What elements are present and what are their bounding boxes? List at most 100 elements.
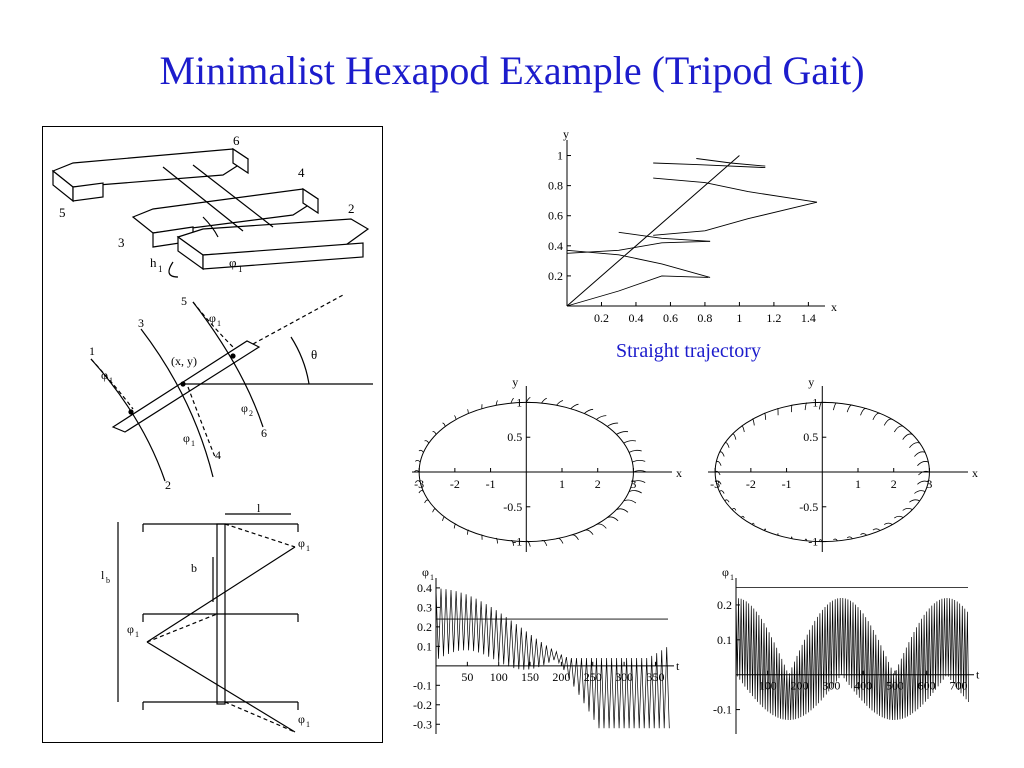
leg-trace-mark <box>719 490 725 494</box>
y-tick-label: 0.2 <box>417 620 432 634</box>
x-tick-label: 0.2 <box>594 311 609 325</box>
phi1-top-subscript: 1 <box>238 264 243 274</box>
phi1-bot-b-sub: 1 <box>135 630 139 639</box>
leg-trace-mark <box>596 415 607 420</box>
leg-trace-mark <box>467 529 469 535</box>
x-tick-label: -2 <box>450 477 460 491</box>
leg-trace-mark <box>556 400 564 406</box>
leg-trace-mark <box>584 529 594 535</box>
leg-trace-mark <box>883 522 893 525</box>
leg-trace-6 <box>653 177 818 203</box>
y-tick-label: 0.1 <box>417 639 432 653</box>
x-tick-label: -3 <box>710 477 720 491</box>
phi1-mid-b-sub: 1 <box>217 319 221 328</box>
x-tick-label: 100 <box>490 670 508 684</box>
x-axis-label: x <box>676 466 682 480</box>
x-tick-label: 1 <box>855 477 861 491</box>
leg-trace-mark <box>510 397 514 404</box>
leg-trace-mark <box>872 528 881 531</box>
leg-trace-mark <box>596 523 607 529</box>
leg-trace-mark <box>616 508 629 513</box>
leg-trace-mark <box>607 422 619 427</box>
leg-label-mid-6: 6 <box>261 426 267 440</box>
y-tick-label: 0.4 <box>417 581 432 595</box>
phi2-mid: φ <box>241 401 248 415</box>
straight-trajectory-caption: Straight trajectory <box>616 340 761 362</box>
y-axis-label: y <box>512 375 518 389</box>
leg-trace-mark <box>424 499 430 504</box>
leg-trace-mark <box>418 490 424 494</box>
leg-trace-mark <box>418 449 424 453</box>
leg-trace-mark <box>715 480 722 485</box>
leg-trace-mark <box>541 397 547 404</box>
leg-trace-mark <box>751 522 755 525</box>
y-tick-label: -0.5 <box>503 500 522 514</box>
leg-trace-mark <box>719 451 725 457</box>
y-tick-label: 1 <box>557 149 563 163</box>
leg-trace-mark <box>740 515 745 519</box>
x-axis-label: t <box>976 668 980 682</box>
h1-subscript: 1 <box>158 264 163 274</box>
l-label: l <box>257 501 261 515</box>
y-axis-label: y <box>808 375 814 389</box>
leg-trace-mark <box>616 431 629 435</box>
leg-trace-mark <box>917 480 929 485</box>
y-tick-label: 0.8 <box>548 179 563 193</box>
y-tick-label: 0.5 <box>803 430 818 444</box>
x-tick-label: 400 <box>854 679 872 693</box>
x-tick-label: -1 <box>782 477 792 491</box>
leg-trace-3 <box>566 275 709 307</box>
x-axis-label: x <box>831 300 837 314</box>
leg-trace-mark <box>454 415 457 420</box>
leg-trace-mark <box>883 418 893 426</box>
slide-title: Minimalist Hexapod Example (Tripod Gait) <box>159 48 865 93</box>
leg-trace-mark <box>495 537 498 544</box>
leg-trace-4 <box>618 231 711 242</box>
leg-label-5: 5 <box>59 205 66 220</box>
leg-trace-mark <box>715 461 722 466</box>
leg-trace-mark <box>893 425 904 433</box>
y-tick-label: 0.2 <box>548 269 563 283</box>
leg-trace-mark <box>791 536 793 539</box>
x-tick-label: 50 <box>461 670 473 684</box>
y-tick-label: -0.1 <box>713 703 732 717</box>
x-tick-label: 200 <box>552 670 570 684</box>
phi2-mid-sub: 2 <box>249 409 253 418</box>
leg-trace-mark <box>846 404 853 413</box>
leg-trace-mark <box>764 528 767 531</box>
phi1-mid-b: φ <box>209 311 216 325</box>
y-tick-label: -0.5 <box>799 500 818 514</box>
theta-label: θ <box>311 347 317 362</box>
y-tick-label: -0.2 <box>413 698 432 712</box>
leg-trace-mark <box>424 440 430 444</box>
phi-signal <box>735 597 969 721</box>
x-tick-label: -2 <box>746 477 756 491</box>
leg-trace-mark <box>432 508 437 513</box>
leg-trace-7 <box>653 162 766 169</box>
x-tick-label: 300 <box>615 670 633 684</box>
leg-trace-mark <box>570 403 579 409</box>
y-axis-label-subscript: 1 <box>730 573 734 582</box>
y-tick-label: 0.3 <box>417 600 432 614</box>
leg-trace-8 <box>696 158 766 167</box>
phi1-mid-a: φ <box>101 368 108 382</box>
leg-trace-mark <box>632 480 646 483</box>
lb-label: l <box>101 568 105 582</box>
hexapod-top-view <box>90 294 373 482</box>
x-tick-label: 0.6 <box>663 311 678 325</box>
y-tick-label: 0.6 <box>548 209 563 223</box>
phi1-bot-a: φ <box>298 536 305 550</box>
leg-trace-mark <box>818 401 823 410</box>
y-tick-label: -0.3 <box>413 717 432 731</box>
leg-trace-mark <box>740 425 745 433</box>
x-tick-label: 1 <box>559 477 565 491</box>
leg-trace-mark <box>526 540 531 547</box>
x-tick-label: 1.2 <box>766 311 781 325</box>
phi1-mid-c-sub: 1 <box>191 439 195 448</box>
y-axis-label: φ <box>422 565 429 579</box>
x-tick-label: 0.4 <box>628 311 643 325</box>
x-axis-label: t <box>676 659 680 673</box>
leg-trace-mark <box>628 490 642 494</box>
leg-trace-mark <box>909 499 920 503</box>
